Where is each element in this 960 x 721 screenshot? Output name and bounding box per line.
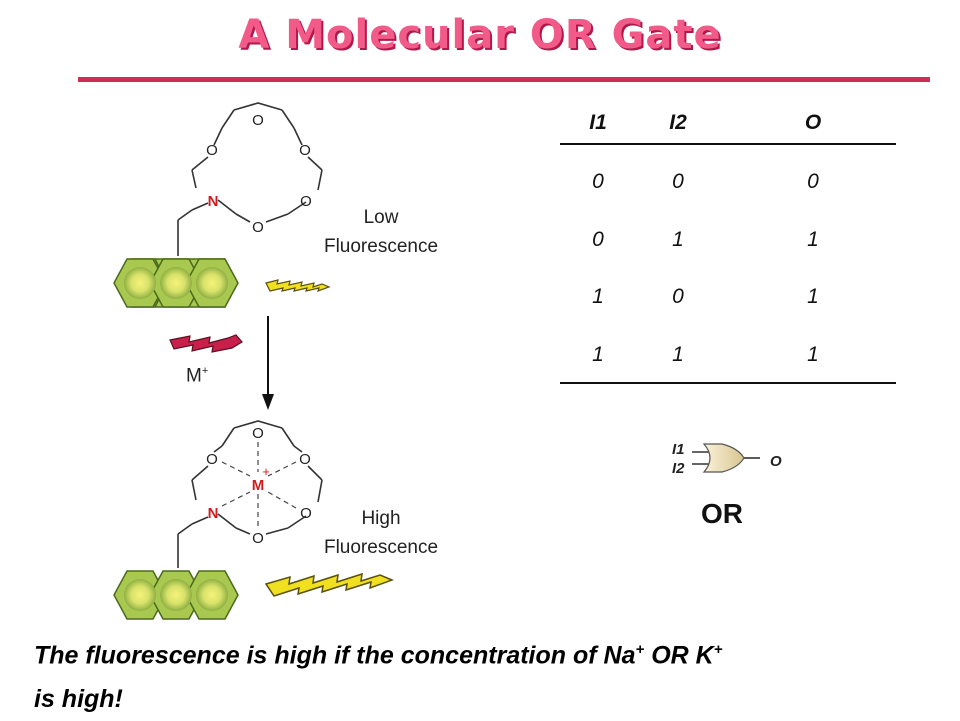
table-cell: 1: [592, 285, 604, 308]
table-header-i1: I1: [589, 111, 607, 134]
oxygen-atom: O: [252, 112, 264, 129]
high-fluorescence-bolt: [264, 572, 395, 597]
down-arrow: [262, 316, 274, 410]
table-cell: 1: [807, 343, 819, 366]
crown-ether-top-atoms: O O O O O N: [206, 112, 312, 236]
oxygen-atom: O: [299, 451, 311, 468]
low-fluorescence-label: Low Fluorescence: [323, 207, 439, 257]
oxygen-atom: O: [299, 142, 311, 159]
oxygen-atom: O: [252, 219, 264, 236]
or-gate-symbol: [692, 443, 760, 473]
table-header-o: O: [804, 111, 822, 134]
table-header-rule: [560, 143, 896, 145]
table-cell: 0: [672, 285, 684, 308]
table-cell: 1: [672, 343, 684, 366]
nitrogen-atom: N: [208, 505, 219, 522]
anthracene-bottom: [113, 570, 239, 620]
oxygen-atom: O: [252, 425, 264, 442]
metal-ion-charge: +: [262, 464, 270, 479]
table-header-i2: I2: [669, 111, 687, 134]
table-cell: 1: [807, 228, 819, 251]
low-fluorescence-bolt: [265, 279, 331, 292]
table-cell: 0: [592, 170, 604, 193]
caption: The fluorescence is high if the concentr…: [34, 641, 723, 714]
oxygen-atom: O: [206, 142, 218, 159]
or-gate-labels: I1 I2 O: [672, 441, 782, 477]
gate-output-label: O: [770, 453, 782, 470]
table-bottom-rule: [560, 382, 896, 384]
metal-ion-bolt: [169, 334, 243, 353]
anthracene-top-rings: [113, 258, 239, 308]
coordination-bonds: [221, 442, 297, 526]
oxygen-atom: O: [300, 193, 312, 210]
table-cell: 1: [592, 343, 604, 366]
table-cell: 0: [807, 170, 819, 193]
table-cell: 0: [672, 170, 684, 193]
gate-input1-label: I1: [672, 441, 685, 458]
table-cell: 1: [807, 285, 819, 308]
oxygen-atom: O: [300, 505, 312, 522]
page-title: A Molecular OR Gate: [238, 12, 722, 58]
gate-name: OR: [701, 498, 743, 529]
crown-ether-bottom: [177, 420, 323, 568]
high-fluorescence-label: High Fluorescence: [323, 508, 439, 558]
oxygen-atom: O: [252, 530, 264, 547]
gate-input2-label: I2: [672, 460, 685, 477]
metal-ion-atom: M: [252, 477, 265, 494]
nitrogen-atom: N: [208, 193, 219, 210]
crown-ether-top: [177, 102, 323, 256]
title-underline: [78, 77, 930, 82]
metal-ion-label: M+: [186, 365, 209, 387]
crown-ether-bottom-atoms: O O O O O N M +: [206, 425, 312, 547]
table-cell: 1: [672, 228, 684, 251]
oxygen-atom: O: [206, 451, 218, 468]
table-cell: 0: [592, 228, 604, 251]
